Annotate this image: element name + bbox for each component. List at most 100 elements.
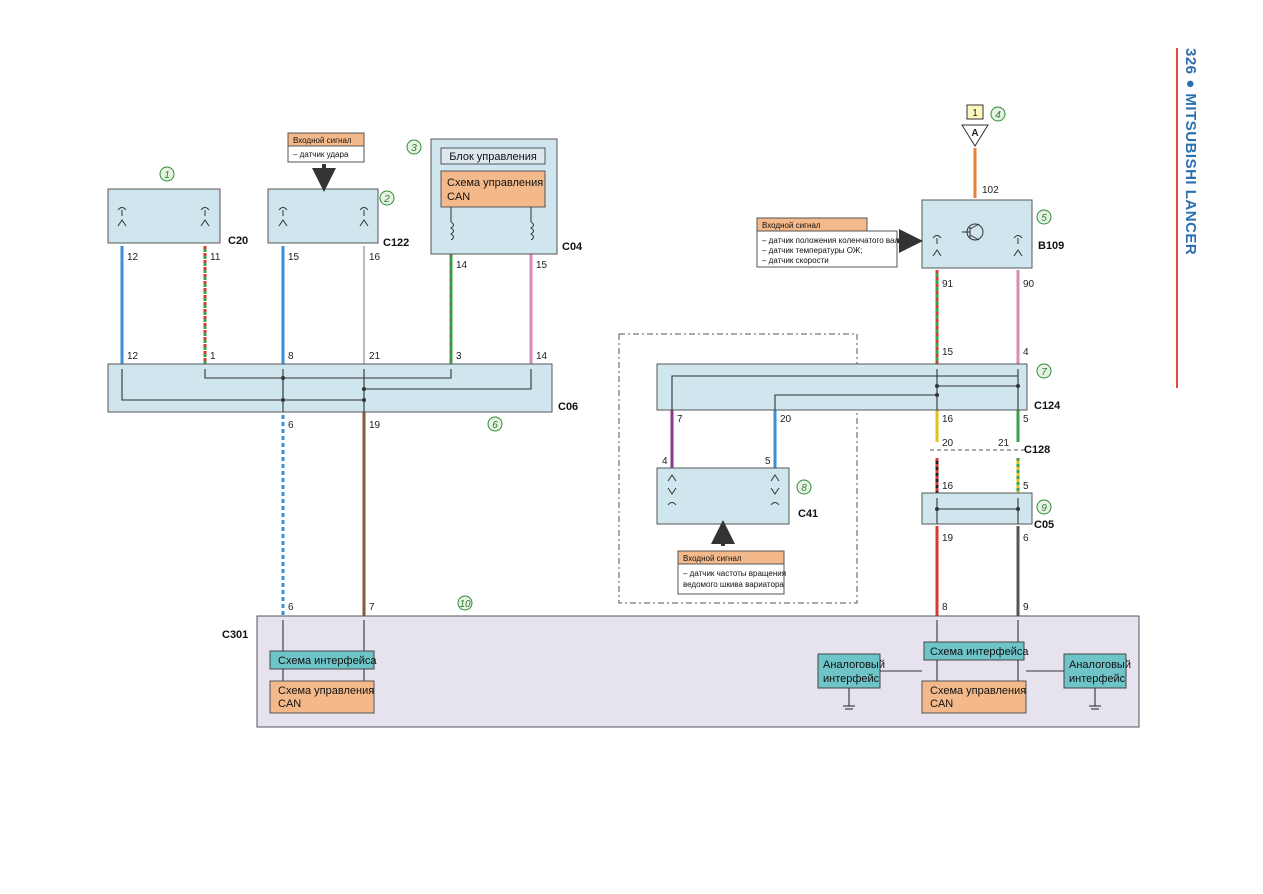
junction-c05: C05 16 5 19 6 [921,481,1054,544]
connector-c128: 20 21 C128 [930,438,1050,456]
svg-text:6: 6 [288,602,294,613]
svg-text:Схема интерфейса: Схема интерфейса [930,646,1029,658]
svg-text:– датчик скорости: – датчик скорости [762,256,829,265]
svg-text:5: 5 [1023,481,1029,492]
svg-text:12: 12 [127,351,139,362]
svg-text:9: 9 [1041,503,1047,514]
svg-text:12: 12 [127,252,139,263]
wires [120,148,1020,616]
svg-text:20: 20 [780,414,792,425]
svg-text:Схема интерфейса: Схема интерфейса [278,655,377,667]
svg-text:16: 16 [942,414,954,425]
connector-c124-label: C124 [1034,400,1061,412]
svg-text:– датчик удара: – датчик удара [293,150,349,159]
svg-text:4: 4 [995,110,1001,121]
connector-c05-label: C05 [1034,519,1054,531]
svg-text:90: 90 [1023,279,1035,290]
svg-text:– датчик температуры ОЖ;: – датчик температуры ОЖ; [762,246,862,255]
svg-text:16: 16 [369,252,381,263]
svg-text:4: 4 [662,456,668,467]
svg-text:4: 4 [1023,347,1029,358]
svg-text:15: 15 [536,260,548,271]
ground-ref-a: 1 A 102 [961,104,999,196]
svg-text:19: 19 [369,420,381,431]
junction-c124: C124 15 4 7 20 16 5 [656,347,1061,425]
callout-9: 9 [1036,499,1052,515]
callout-5: 5 [1036,209,1052,225]
svg-text:1: 1 [972,108,978,119]
pins-top-row: 12 11 15 16 14 15 [127,252,548,271]
svg-text:Схема управления: Схема управления [447,177,543,189]
connector-c128-label: C128 [1024,444,1050,456]
svg-text:21: 21 [369,351,381,362]
control-unit-label: Блок управления [449,151,537,163]
module-c20: C20 [107,188,248,247]
callout-10: 10 [457,595,473,611]
svg-text:19: 19 [942,533,954,544]
svg-text:6: 6 [492,420,498,431]
module-c301: C301 6 7 8 9 Схема интерфейса Схема упра… [222,602,1140,728]
callout-2: 2 [379,190,395,206]
connector-c301-label: C301 [222,629,248,641]
side-rule [1176,48,1178,388]
svg-text:Схема управления: Схема управления [278,685,374,697]
svg-text:6: 6 [1023,533,1029,544]
svg-text:Схема управления: Схема управления [930,685,1026,697]
connector-c04-label: C04 [562,241,583,253]
svg-text:7: 7 [369,602,375,613]
input-signal-impact: Входной сигнал – датчик удара [287,132,365,192]
module-c41: C41 4 5 [656,456,818,525]
svg-text:интерфейс: интерфейс [823,673,880,685]
svg-text:1: 1 [210,351,216,362]
svg-text:15: 15 [288,252,300,263]
svg-text:8: 8 [801,483,807,494]
svg-text:– датчик положения коленчатого: – датчик положения коленчатого вала; [762,236,906,245]
svg-text:16: 16 [942,481,954,492]
svg-text:8: 8 [942,602,948,613]
svg-text:5: 5 [1023,414,1029,425]
svg-text:CAN: CAN [447,191,470,203]
svg-text:7: 7 [677,414,683,425]
connector-c20-label: C20 [228,235,248,247]
svg-text:102: 102 [982,185,999,196]
module-b109: B109 91 90 [921,199,1064,290]
svg-text:Входной сигнал: Входной сигнал [762,221,821,230]
connector-c122-label: C122 [383,237,409,249]
callout-circles: 1 2 3 4 5 6 7 8 9 10 [159,106,1052,611]
connector-c41-label: C41 [798,508,818,520]
svg-text:8: 8 [288,351,294,362]
svg-text:Аналоговый: Аналоговый [1069,659,1131,671]
svg-text:21: 21 [998,438,1010,449]
svg-text:7: 7 [1041,367,1047,378]
svg-text:9: 9 [1023,602,1029,613]
svg-text:10: 10 [459,599,471,610]
callout-8: 8 [796,479,812,495]
svg-text:3: 3 [456,351,462,362]
callout-6: 6 [487,416,503,432]
svg-text:A: A [971,128,978,139]
svg-text:20: 20 [942,438,954,449]
svg-text:CAN: CAN [278,698,301,710]
connector-b109-label: B109 [1038,240,1064,252]
svg-text:91: 91 [942,279,954,290]
svg-text:2: 2 [383,194,390,205]
svg-text:11: 11 [210,252,221,263]
callout-7: 7 [1036,363,1052,379]
svg-text:CAN: CAN [930,698,953,710]
junction-c06: C06 12 1 8 21 3 14 6 19 [107,351,578,431]
svg-text:Аналоговый: Аналоговый [823,659,885,671]
svg-text:5: 5 [765,456,771,467]
svg-text:1: 1 [164,170,170,181]
svg-text:14: 14 [456,260,468,271]
svg-text:15: 15 [942,347,954,358]
callout-4: 4 [990,106,1006,122]
connector-c06-label: C06 [558,401,578,413]
svg-text:Входной сигнал: Входной сигнал [683,554,742,563]
svg-text:– датчик частоты вращения: – датчик частоты вращения [683,569,786,578]
callout-3: 3 [406,139,422,155]
svg-text:интерфейс: интерфейс [1069,673,1126,685]
dashed-group-c41 [618,333,858,604]
input-signal-b109: Входной сигнал – датчик положения коленч… [756,217,923,268]
svg-text:6: 6 [288,420,294,431]
